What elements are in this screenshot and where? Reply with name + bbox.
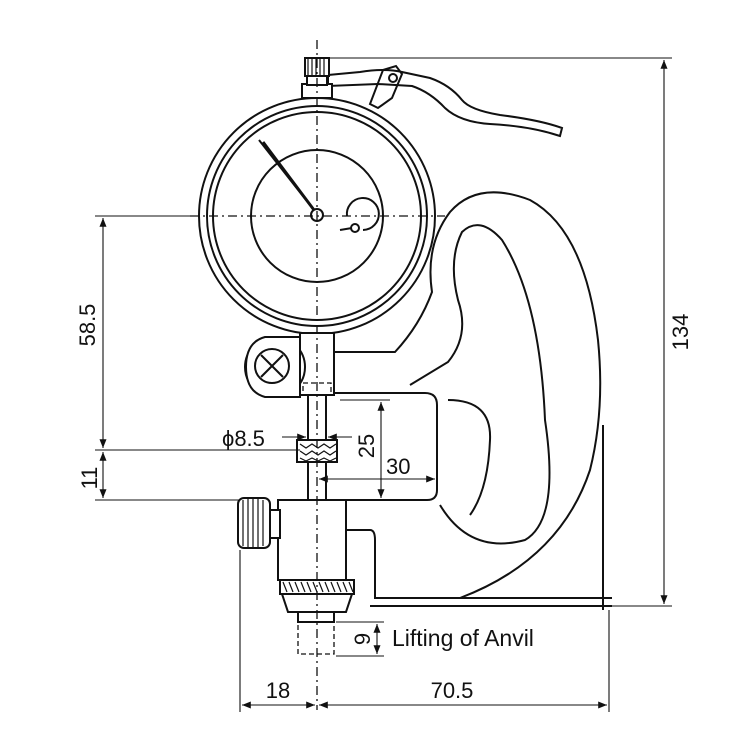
- frame-cutout: [409, 224, 551, 545]
- anvil-holder: [277, 499, 347, 581]
- anvil-lifted-position: [297, 621, 335, 655]
- clamp-screw-icon: [254, 348, 290, 384]
- anvil-lock-knob-icon: [237, 497, 271, 549]
- dim-overall-height-label: 134: [668, 314, 693, 351]
- dim-dial-center-label: 58.5: [75, 304, 100, 347]
- dim-anvil-offset-label: 11: [77, 467, 102, 490]
- revolution-counter: [345, 197, 380, 231]
- dim-spindle-dia-label: ϕ8.5: [222, 426, 265, 451]
- frame-body: [328, 191, 602, 599]
- anvil-tip: [297, 611, 335, 623]
- dim-right-width-label: 70.5: [431, 678, 474, 703]
- dim-left-width-label: 18: [266, 678, 290, 703]
- lifting-of-anvil-label: Lifting of Anvil: [392, 625, 534, 651]
- lever-arm: [368, 64, 404, 110]
- dim-throat-depth-label: 30: [386, 454, 410, 479]
- lifting-lever: [327, 69, 564, 138]
- anvil-base: [280, 593, 354, 613]
- dim-throat-height-label: 25: [354, 434, 379, 458]
- lever-pivot-icon: [388, 73, 398, 83]
- frame-cutout-inner: [447, 399, 492, 516]
- dim-anvil-lift-label: 9: [350, 633, 375, 645]
